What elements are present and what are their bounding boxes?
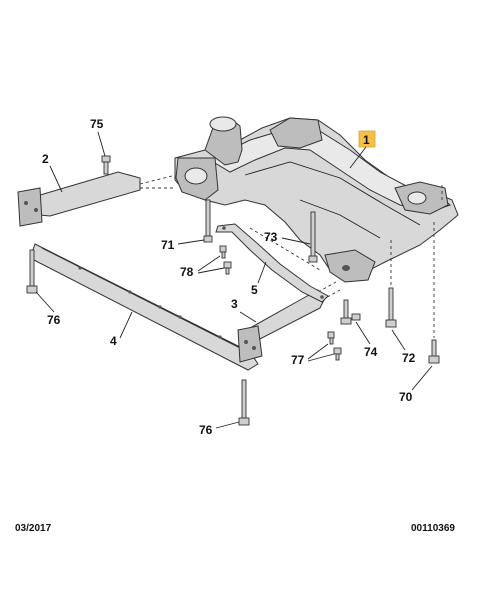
callout-73: 73 [264, 230, 278, 244]
callout-75: 75 [90, 117, 104, 131]
bolts-77 [327, 331, 342, 361]
bolt-75 [101, 155, 111, 175]
callout-70: 70 [399, 390, 413, 404]
bolt-73 [308, 211, 318, 263]
callout-3: 3 [231, 297, 238, 311]
callout-78: 78 [180, 265, 194, 279]
callout-1: 1 [363, 133, 370, 147]
callout-2: 2 [42, 152, 49, 166]
bolt-72 [385, 287, 397, 328]
bolt-71 [203, 199, 213, 243]
callout-76-upper: 76 [47, 313, 61, 327]
callout-5: 5 [251, 283, 258, 297]
callout-74: 74 [364, 345, 378, 359]
subframe-part-1 [174, 116, 459, 283]
bolt-76-upper [26, 249, 38, 294]
bolt-76-lower [238, 379, 250, 426]
footer-date: 03/2017 [15, 523, 52, 534]
bolt-74 [340, 299, 361, 325]
callout-76-lower: 76 [199, 423, 213, 437]
callout-1-badge: 1 [349, 130, 376, 169]
tie-rod-part-5 [215, 223, 329, 303]
callout-71: 71 [161, 238, 175, 252]
callout-72: 72 [402, 351, 416, 365]
footer-reference: 00110369 [411, 523, 455, 534]
bolt-70 [428, 339, 440, 364]
callout-77: 77 [291, 353, 305, 367]
side-bracket-part-2 [17, 171, 174, 227]
bolts-78 [219, 245, 232, 275]
callout-4: 4 [110, 334, 117, 348]
